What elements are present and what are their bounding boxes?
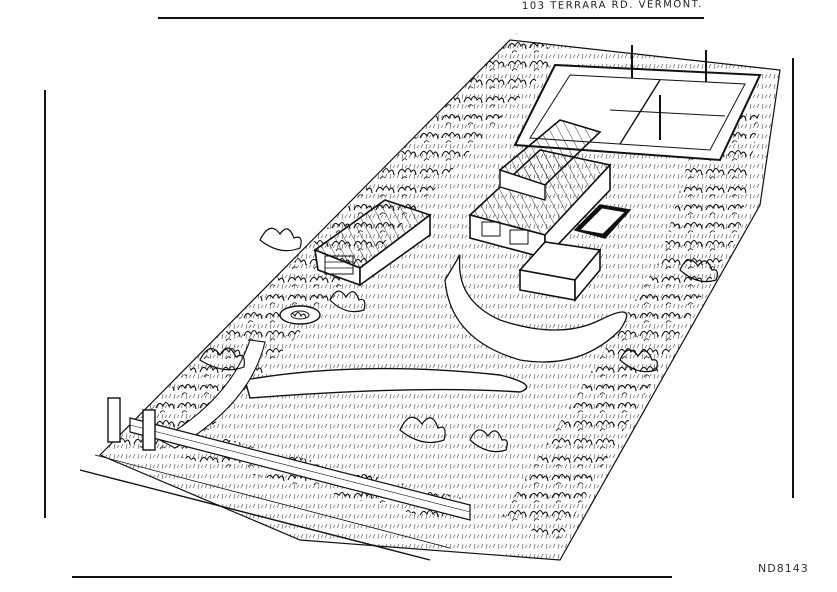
reference-code: ND8143 [758, 562, 809, 575]
driveway [244, 367, 528, 399]
right-tree-belt [500, 110, 760, 540]
roundabout-center [290, 310, 310, 320]
pool-house [518, 241, 602, 303]
driveway-loop [444, 254, 628, 363]
right-border-line [792, 58, 794, 498]
bottom-border-line [72, 576, 672, 578]
tree-canopies [199, 227, 718, 453]
left-border-line [44, 90, 46, 518]
street-edge [79, 469, 431, 561]
swimming-pool [573, 204, 632, 239]
street-curb [94, 454, 451, 549]
front-fence [107, 397, 471, 521]
access-path [158, 339, 266, 449]
top-border-line [158, 17, 704, 19]
garage-building [313, 199, 432, 287]
